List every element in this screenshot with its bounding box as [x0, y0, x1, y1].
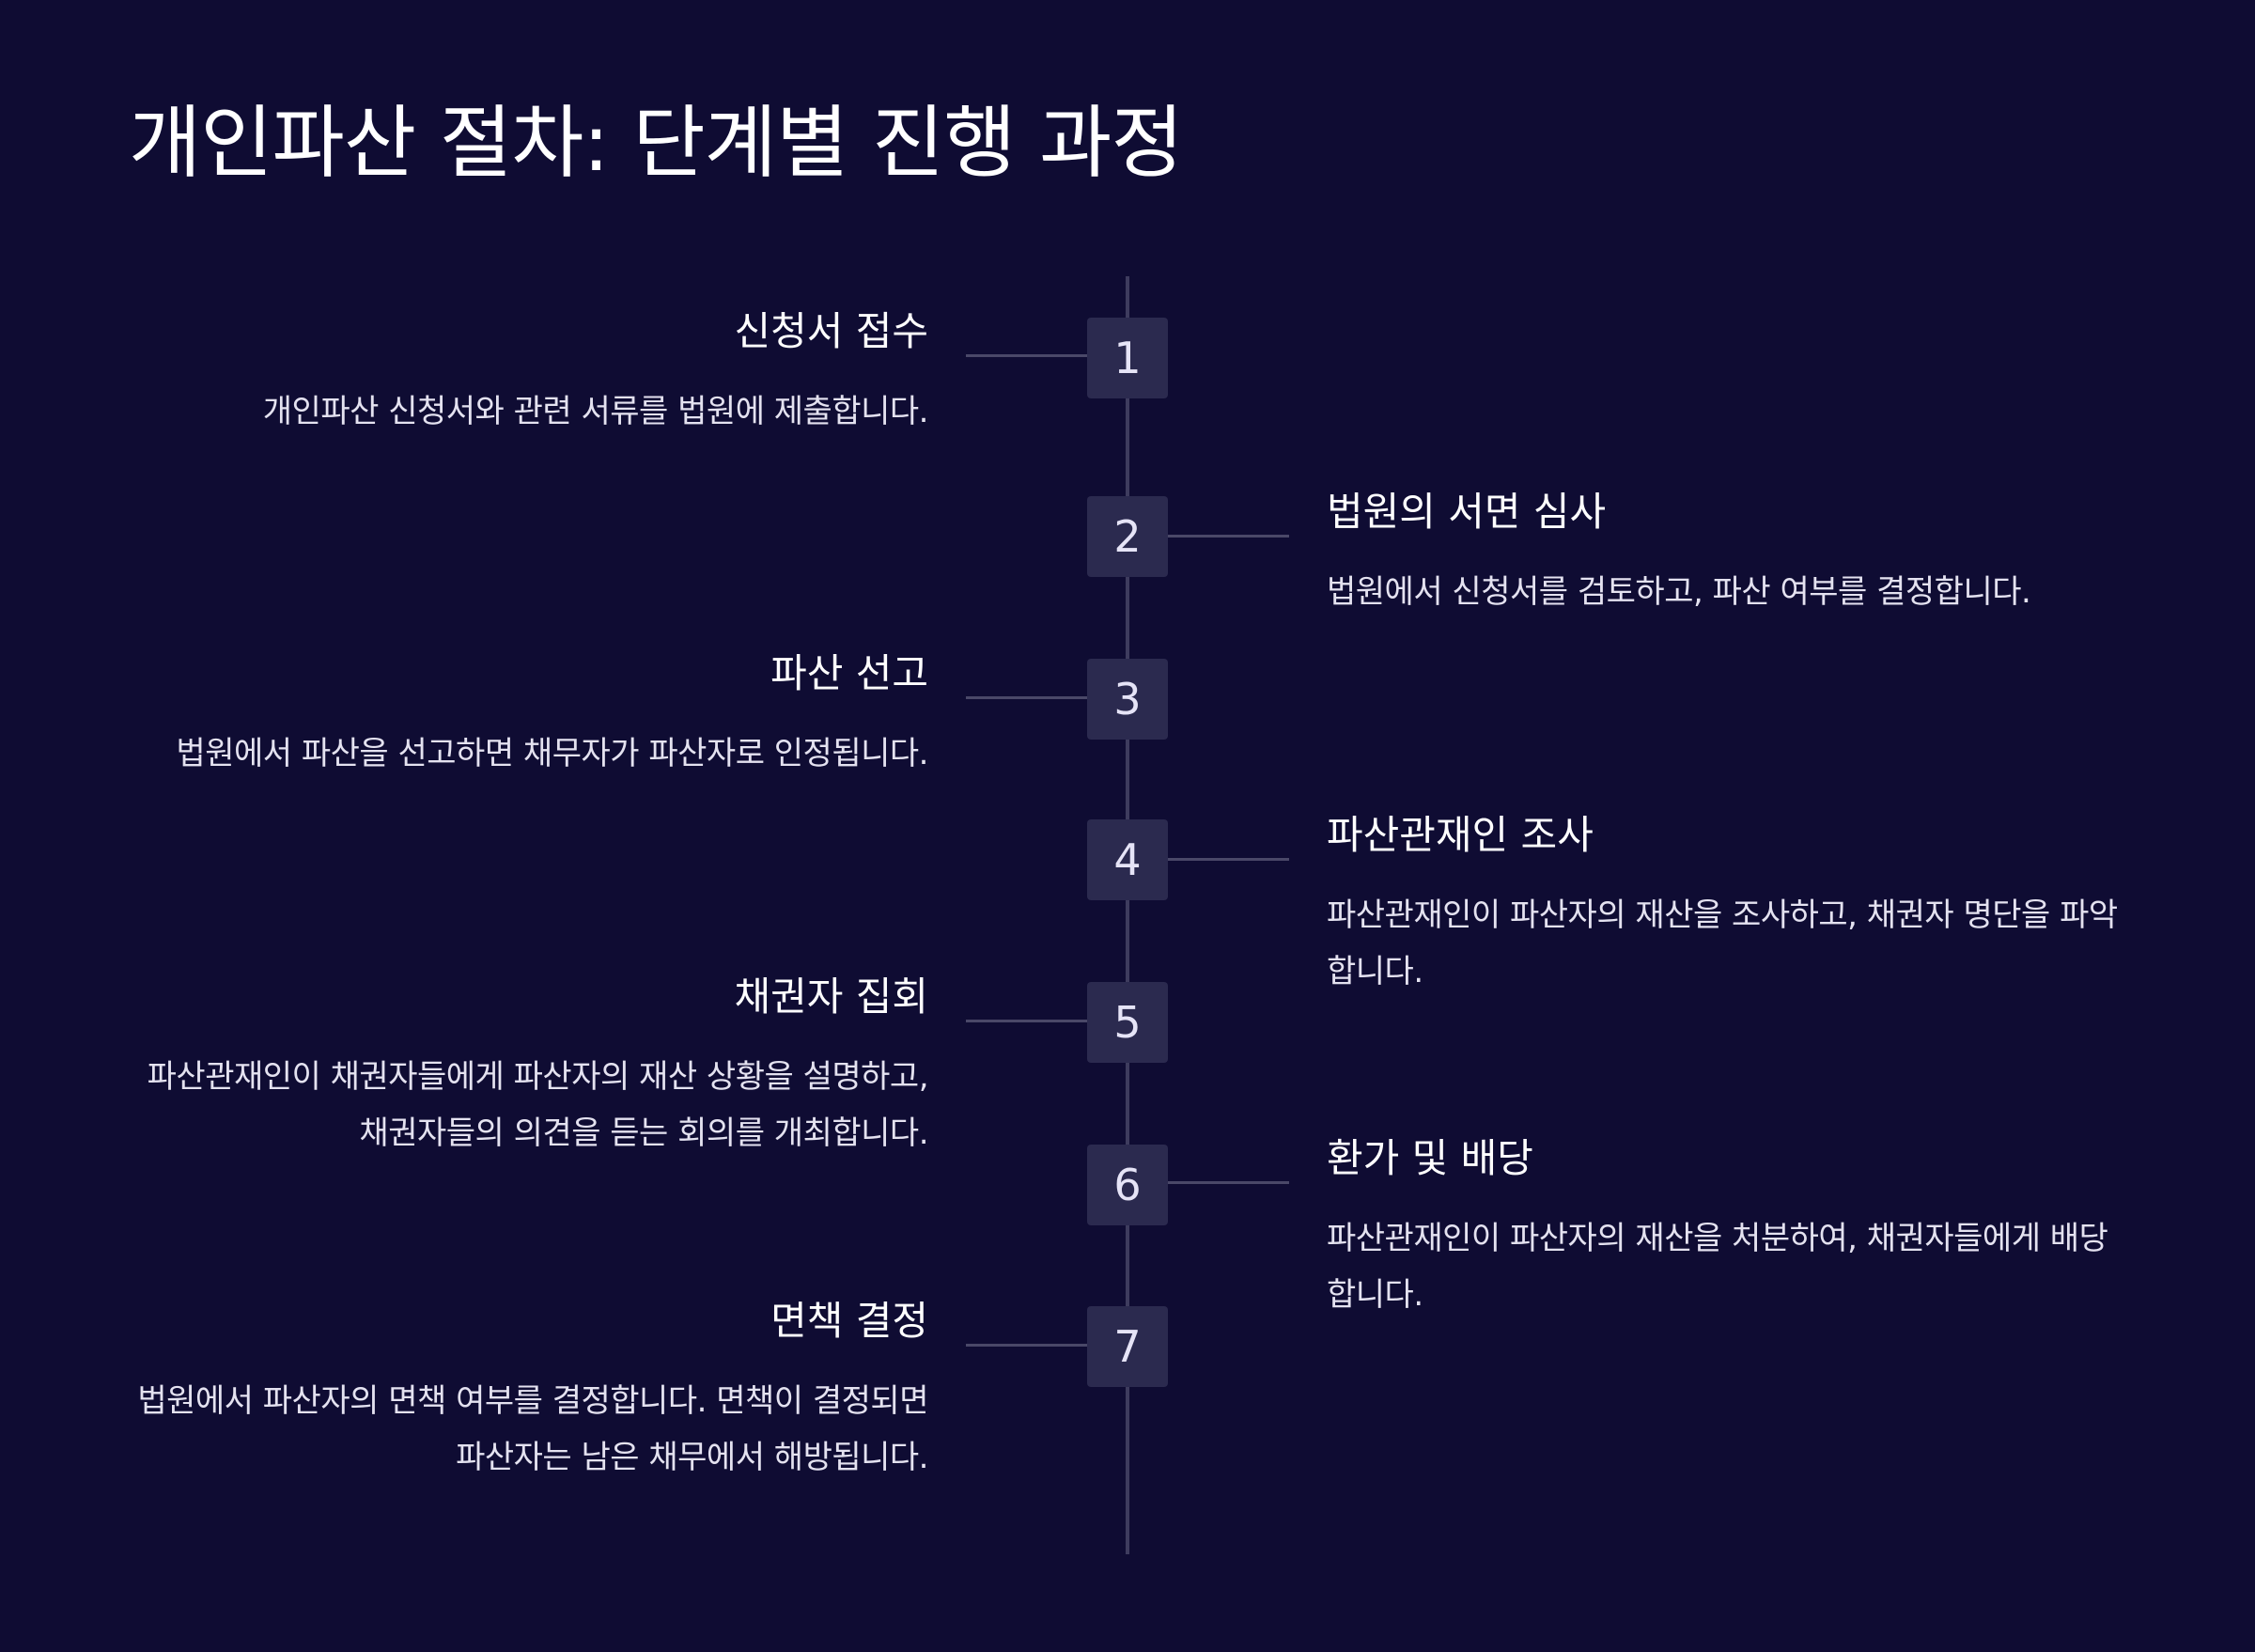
step-badge-7: 7	[1087, 1306, 1168, 1387]
step-title-1: 신청서 접수	[734, 308, 928, 354]
step-connector-4	[1168, 858, 1289, 861]
step-title-6: 환가 및 배당	[1327, 1135, 1533, 1181]
step-title-3: 파산 선고	[770, 650, 928, 696]
step-badge-1: 1	[1087, 318, 1168, 398]
step-3: 파산 선고 법원에서 파산을 선고하면 채무자가 파산자로 인정됩니다.	[120, 649, 928, 782]
step-badge-3: 3	[1087, 659, 1168, 740]
timeline-axis	[1126, 276, 1129, 1554]
step-connector-3	[966, 696, 1087, 699]
step-title-2: 법원의 서면 심사	[1327, 489, 1607, 535]
step-desc-5: 파산관재인이 채권자들에게 파산자의 재산 상황을 설명하고, 채권자들의 의견…	[147, 1057, 929, 1152]
step-badge-4: 4	[1087, 819, 1168, 900]
page-title: 개인파산 절차: 단계별 진행 과정	[129, 97, 1184, 189]
step-desc-4: 파산관재인이 파산자의 재산을 조사하고, 채권자 명단을 파악합니다.	[1327, 896, 2118, 990]
step-connector-1	[966, 354, 1087, 357]
step-badge-6: 6	[1087, 1145, 1168, 1225]
step-1: 신청서 접수 개인파산 신청서와 관련 서류를 법원에 제출합니다.	[120, 307, 929, 440]
step-desc-2: 법원에서 신청서를 검토하고, 파산 여부를 결정합니다.	[1327, 572, 2031, 611]
step-title-4: 파산관재인 조사	[1327, 812, 1594, 858]
step-2: 법원의 서면 심사 법원에서 신청서를 검토하고, 파산 여부를 결정합니다.	[1327, 488, 2125, 620]
step-5: 채권자 집회 파산관재인이 채권자들에게 파산자의 재산 상황을 설명하고, 채…	[120, 973, 929, 1161]
step-4: 파산관재인 조사 파산관재인이 파산자의 재산을 조사하고, 채권자 명단을 파…	[1327, 811, 2125, 1000]
step-connector-5	[966, 1020, 1087, 1022]
step-6: 환가 및 배당 파산관재인이 파산자의 재산을 처분하여, 채권자들에게 배당합…	[1327, 1134, 2125, 1323]
step-7: 면책 결정 법원에서 파산자의 면책 여부를 결정합니다. 면책이 결정되면 파…	[120, 1297, 928, 1486]
step-connector-2	[1168, 535, 1289, 538]
step-desc-7: 법원에서 파산자의 면책 여부를 결정합니다. 면책이 결정되면 파산자는 남은…	[137, 1381, 928, 1476]
step-desc-6: 파산관재인이 파산자의 재산을 처분하여, 채권자들에게 배당합니다.	[1327, 1219, 2108, 1314]
step-connector-7	[966, 1344, 1087, 1347]
step-title-5: 채권자 집회	[734, 974, 928, 1020]
step-connector-6	[1168, 1181, 1289, 1184]
step-badge-5: 5	[1087, 982, 1168, 1063]
step-title-7: 면책 결정	[770, 1298, 928, 1344]
step-desc-3: 법원에서 파산을 선고하면 채무자가 파산자로 인정됩니다.	[176, 734, 928, 772]
step-desc-1: 개인파산 신청서와 관련 서류를 법원에 제출합니다.	[262, 392, 929, 430]
step-badge-2: 2	[1087, 496, 1168, 577]
